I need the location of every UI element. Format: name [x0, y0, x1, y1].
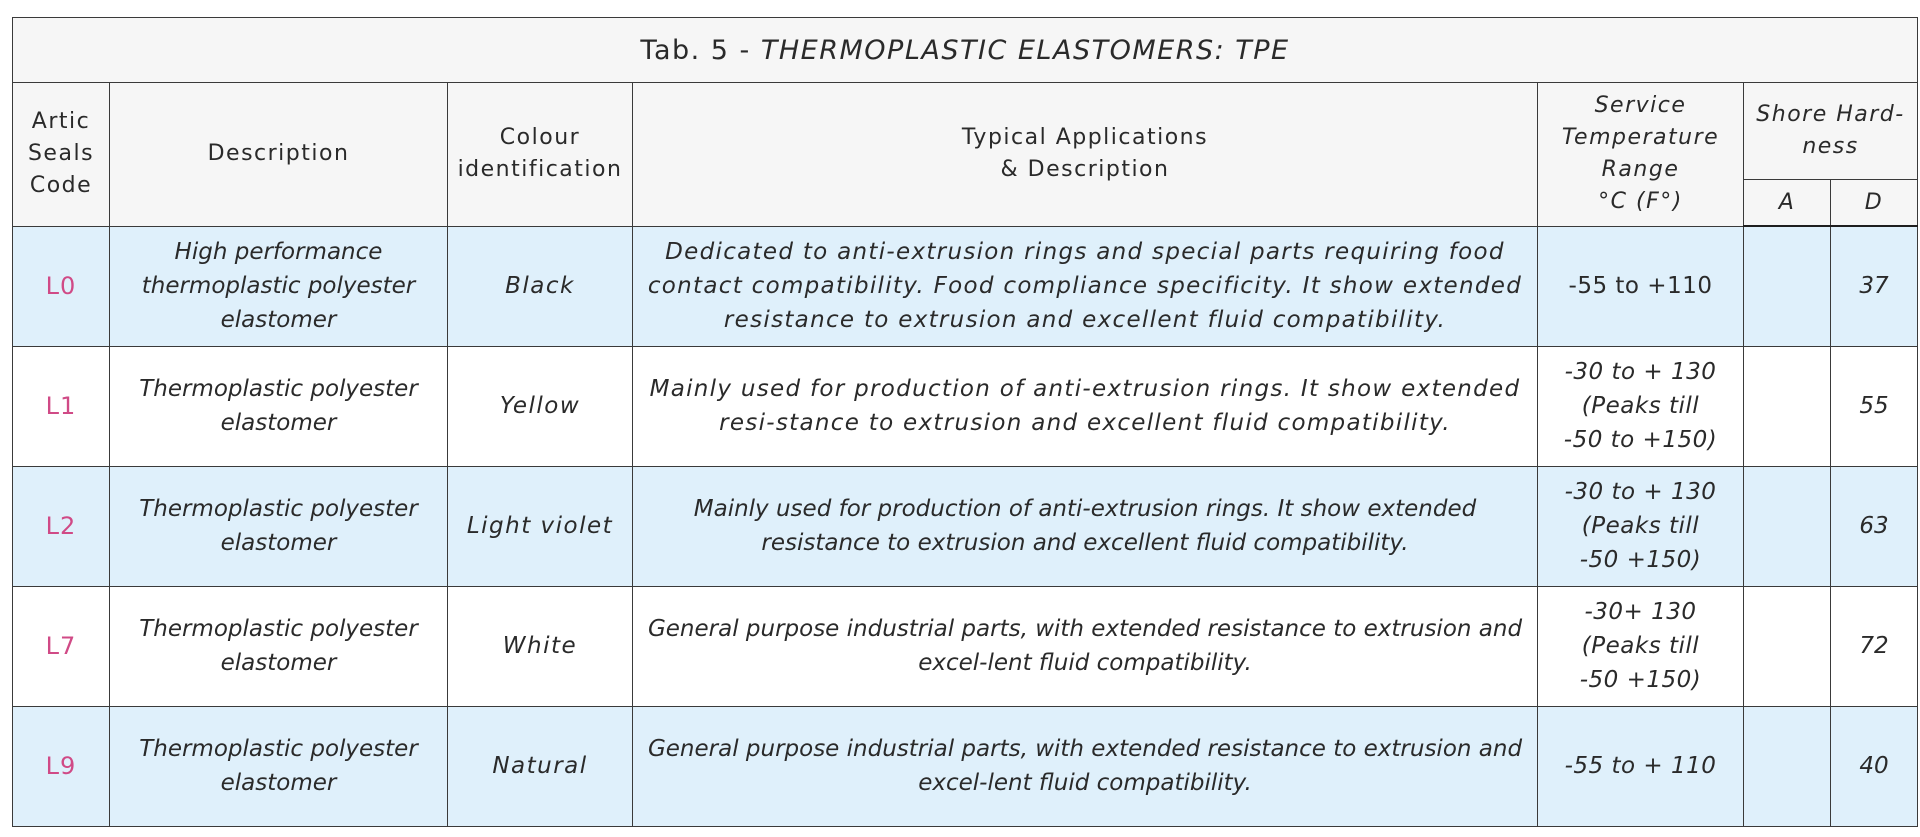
header-description: Description [109, 82, 448, 227]
row-description: Thermoplastic polyester elastomer [109, 345, 448, 467]
row-temperature: -30 to + 130 (Peaks till -50 +150) [1537, 465, 1744, 587]
row-colour: Yellow [447, 345, 633, 467]
table-row: L9 Thermoplastic polyester elastomer Nat… [12, 705, 1919, 827]
header-service-temp-line2: Temperature [1561, 125, 1720, 151]
row-temperature: -30+ 130 (Peaks till -50 +150) [1537, 585, 1744, 707]
row-code: L9 [12, 705, 110, 827]
row-colour: Black [447, 225, 633, 347]
row-temp-line1: -55 to + 110 [1564, 753, 1717, 779]
row-shore-a [1743, 225, 1831, 347]
row-colour: White [447, 585, 633, 707]
row-temp-line3: -50 +150) [1579, 547, 1702, 573]
row-application: Mainly used for production of anti-extru… [632, 345, 1538, 467]
row-temp-line2: (Peaks till [1581, 513, 1700, 539]
row-temp-line1: -55 to +110 [1568, 273, 1713, 299]
row-temperature: -55 to +110 [1537, 225, 1744, 347]
header-service-temp-line4: °C (F°) [1598, 189, 1683, 215]
row-application: General purpose industrial parts, with e… [632, 585, 1538, 707]
header-shore-hardness: Shore Hard-ness [1742, 82, 1919, 180]
header-service-temp-line3: Range [1601, 157, 1680, 183]
row-code: L7 [12, 585, 110, 707]
table-row: L7 Thermoplastic polyester elastomer Whi… [12, 585, 1919, 707]
row-temperature: -30 to + 130 (Peaks till -50 to +150) [1537, 345, 1744, 467]
header-applications: Typical Applications & Description [632, 82, 1538, 227]
row-description: Thermoplastic polyester elastomer [109, 585, 448, 707]
header-service-temp-line1: Service [1594, 93, 1687, 119]
row-code: L0 [12, 225, 110, 347]
table-row: L1 Thermoplastic polyester elastomer Yel… [12, 345, 1919, 467]
row-temp-line1: -30 to + 130 [1564, 359, 1717, 385]
table-title-main: THERMOPLASTIC ELASTOMERS: TPE [760, 34, 1290, 66]
table-title: Tab. 5 - THERMOPLASTIC ELASTOMERS: TPE [11, 17, 1919, 83]
row-description: Thermoplastic polyester elastomer [109, 465, 448, 587]
row-description: High performance thermoplastic polyester… [109, 225, 448, 347]
row-shore-a [1743, 585, 1831, 707]
table-row: L0 High performance thermoplastic polyes… [12, 225, 1919, 347]
row-shore-d: 55 [1829, 345, 1919, 467]
row-colour: Light violet [447, 465, 633, 587]
row-description: Thermoplastic polyester elastomer [109, 705, 448, 827]
row-temp-line2: -50 +150) [1579, 667, 1702, 693]
row-shore-d: 63 [1829, 465, 1919, 587]
row-application: General purpose industrial parts, with e… [632, 705, 1538, 827]
row-application: Dedicated to anti-extrusion rings and sp… [632, 225, 1538, 347]
header-shore-d: D [1829, 179, 1919, 227]
row-code: L2 [12, 465, 110, 587]
row-application: Mainly used for production of anti-extru… [632, 465, 1538, 587]
row-shore-a [1743, 465, 1831, 587]
row-temp-line1: -30 to + 130 [1564, 479, 1717, 505]
row-shore-d: 37 [1829, 225, 1919, 347]
table-title-prefix: Tab. 5 - [640, 34, 761, 66]
row-shore-a [1743, 345, 1831, 467]
tpe-materials-table: Tab. 5 - THERMOPLASTIC ELASTOMERS: TPE A… [11, 17, 1919, 827]
header-applications-line1: Typical Applications [961, 125, 1209, 151]
header-applications-line2: & Description [1000, 157, 1170, 183]
row-temp-line3: -50 to +150) [1563, 427, 1718, 453]
row-colour: Natural [447, 705, 633, 827]
row-temp-line2: (Peaks till [1581, 393, 1700, 419]
row-shore-a [1743, 705, 1831, 827]
row-code: L1 [12, 345, 110, 467]
header-colour: Colour identification [447, 82, 633, 227]
row-shore-d: 72 [1829, 585, 1919, 707]
row-temperature: -55 to + 110 [1537, 705, 1744, 827]
row-shore-d: 40 [1829, 705, 1919, 827]
table-row: L2 Thermoplastic polyester elastomer Lig… [12, 465, 1919, 587]
header-shore-a: A [1743, 179, 1831, 227]
header-code: Artic Seals Code [12, 82, 110, 227]
header-service-temperature: Service Temperature Range °C (F°) [1537, 82, 1744, 227]
row-temp-line1: -30+ 130 (Peaks till [1581, 599, 1700, 659]
